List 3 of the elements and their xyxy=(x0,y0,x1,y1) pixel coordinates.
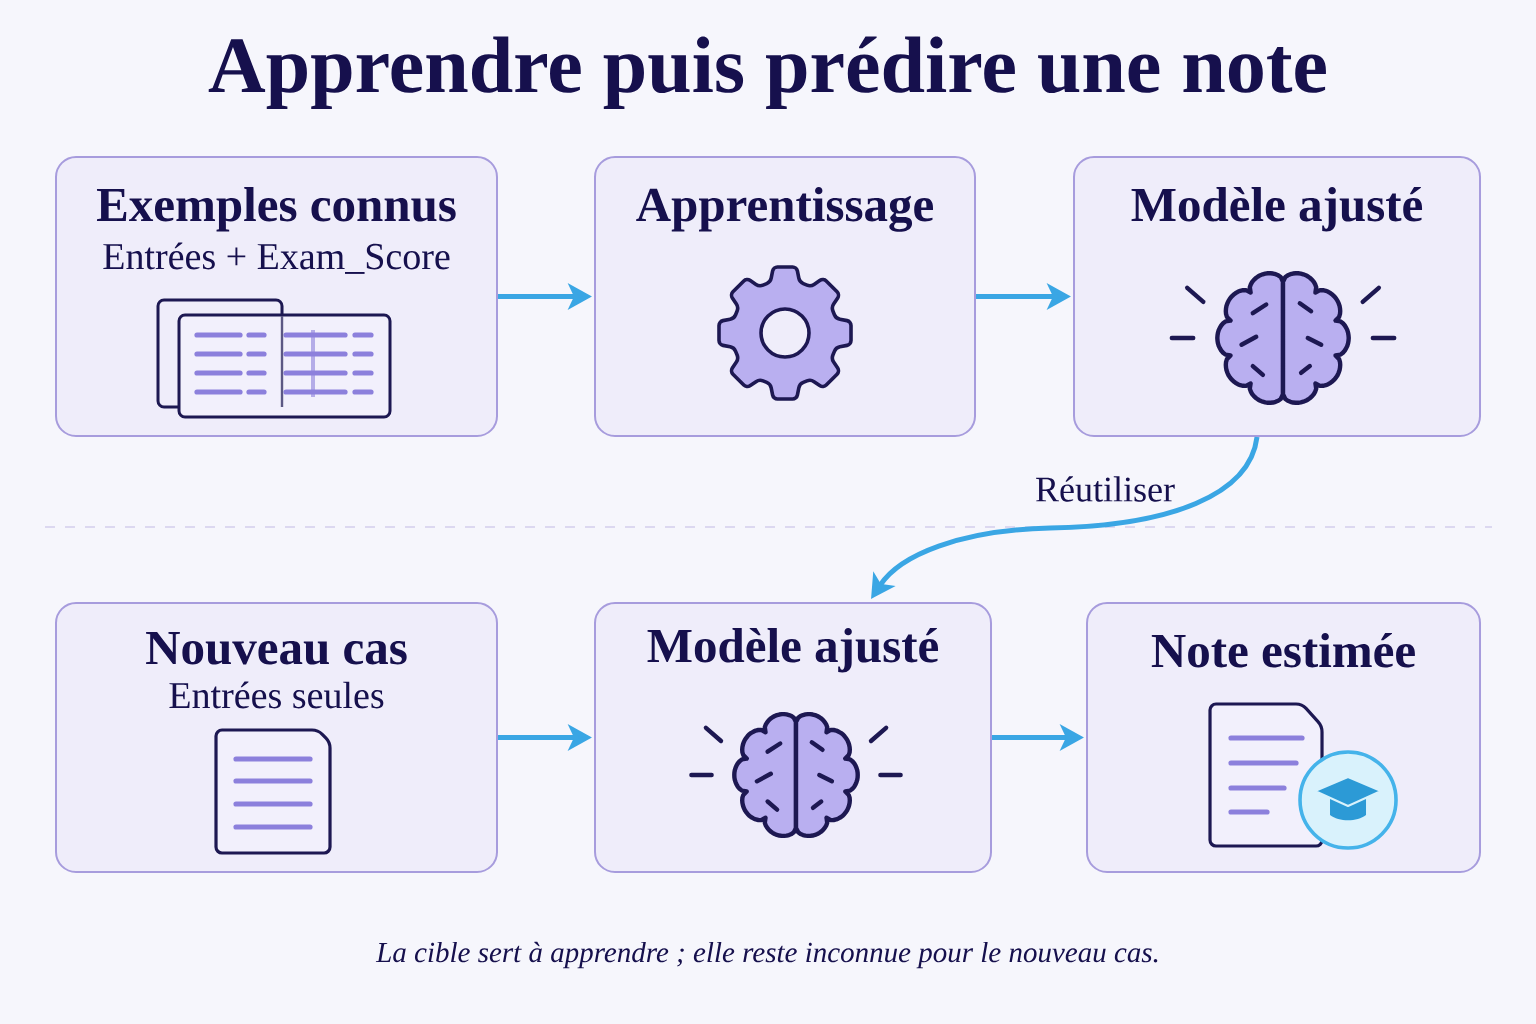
caption: La cible sert à apprendre ; elle reste inconnue pour le nouveau cas. xyxy=(375,941,1158,969)
title: Apprendre puis prédire une note xyxy=(208,36,1326,110)
edge-label: Réutiliser xyxy=(1031,472,1179,506)
